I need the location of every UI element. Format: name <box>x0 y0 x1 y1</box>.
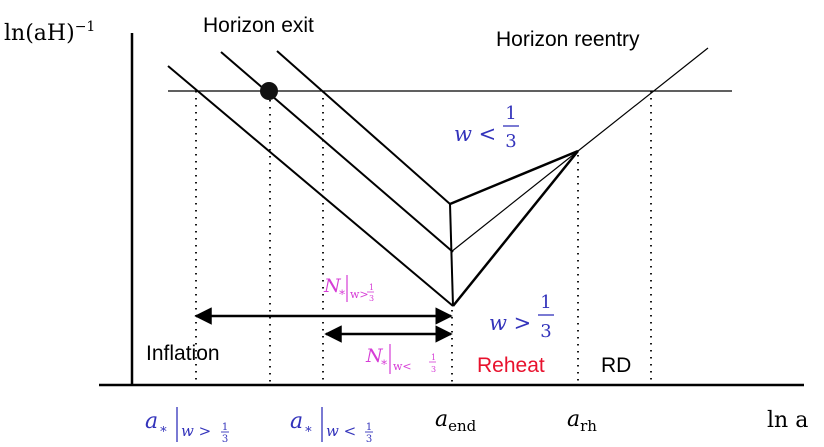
horizon-exit-label: Horizon exit <box>203 14 314 37</box>
svg-text:1: 1 <box>366 422 372 433</box>
svg-text:w <: w < <box>326 422 356 440</box>
reheat-branch-w-eq <box>450 150 579 253</box>
rd-label: RD <box>601 354 631 377</box>
svg-text:1: 1 <box>540 292 551 313</box>
efold-label-w-lt: N ∗ w< 1 3 <box>365 344 436 374</box>
x-axis-label: ln a <box>767 408 808 433</box>
radiation-domination-line <box>577 47 709 152</box>
svg-text:1: 1 <box>431 353 436 362</box>
tick-a-star-w-gt: a ∗ w > 1 3 <box>145 407 229 445</box>
reheat-branch-w-gt <box>452 150 579 307</box>
inflation-line-lower <box>167 65 454 307</box>
svg-text:a: a <box>290 409 303 434</box>
tick-a-star-w-lt: a ∗ w < 1 3 <box>290 407 373 445</box>
svg-text:N: N <box>365 345 384 367</box>
svg-text:w<: w< <box>393 360 412 373</box>
dotted-guides <box>195 91 652 385</box>
svg-text:1: 1 <box>505 103 516 124</box>
svg-text:1: 1 <box>369 283 374 292</box>
svg-text:w>: w> <box>350 288 369 301</box>
horizon-reentry-label: Horizon reentry <box>496 28 640 51</box>
svg-text:3: 3 <box>222 434 228 445</box>
svg-text:1: 1 <box>222 422 228 433</box>
svg-text:w <: w < <box>454 122 496 146</box>
svg-text:w >: w > <box>181 422 211 440</box>
tick-a-rh: arh <box>567 407 597 435</box>
svg-text:∗: ∗ <box>380 355 388 369</box>
end-of-inflation-segment <box>449 203 454 307</box>
w-less-third-label: w < 1 3 <box>454 103 519 152</box>
inflation-line-upper <box>276 50 451 205</box>
reheat-branch-w-lt <box>449 149 579 206</box>
svg-text:N: N <box>323 275 342 297</box>
svg-text:∗: ∗ <box>338 285 346 299</box>
w-greater-third-label: w > 1 3 <box>489 292 554 342</box>
inflation-label: Inflation <box>146 342 220 365</box>
inflation-line-middle <box>220 51 454 253</box>
efold-label-w-gt: N ∗ w> 1 3 <box>323 275 374 303</box>
svg-text:3: 3 <box>540 321 551 342</box>
svg-text:3: 3 <box>505 131 516 152</box>
horizon-exit-point <box>260 82 278 100</box>
svg-text:∗: ∗ <box>304 422 313 437</box>
svg-text:w >: w > <box>489 311 531 335</box>
y-axis-label: ln(aH)−1 <box>4 19 95 46</box>
svg-text:3: 3 <box>366 434 372 445</box>
svg-text:∗: ∗ <box>159 422 168 437</box>
svg-text:3: 3 <box>431 365 436 374</box>
reheat-label: Reheat <box>477 354 545 377</box>
svg-text:3: 3 <box>369 294 374 303</box>
svg-text:a: a <box>145 409 158 434</box>
tick-a-end: aend <box>435 407 477 435</box>
